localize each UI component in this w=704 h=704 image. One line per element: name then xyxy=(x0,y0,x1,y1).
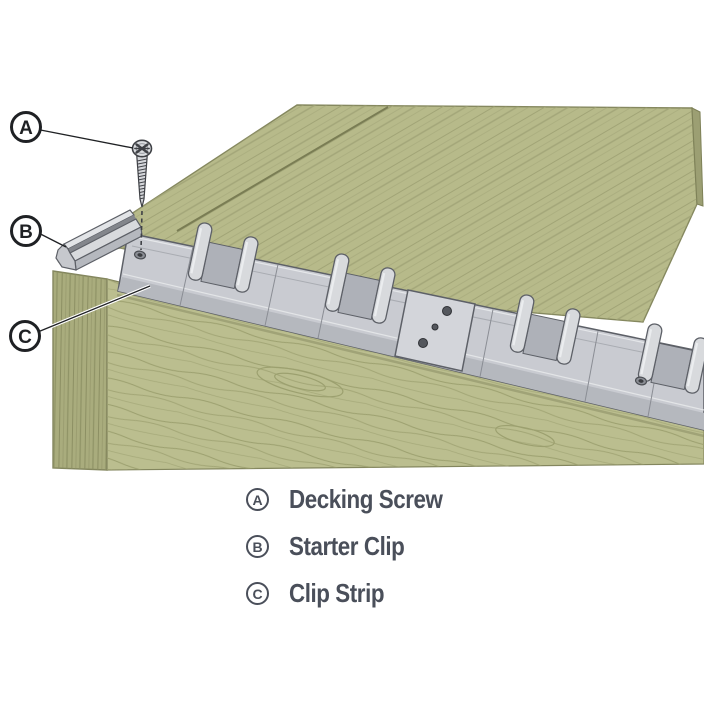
rivet xyxy=(442,306,452,316)
splice-plate xyxy=(394,289,476,372)
callout-leaders xyxy=(38,129,151,334)
legend-row-starter-clip: B Starter Clip xyxy=(246,523,467,570)
rivet xyxy=(431,323,439,331)
deck-board-grain xyxy=(58,105,697,322)
plate-seams xyxy=(179,246,662,417)
legend-key-b: B xyxy=(246,535,269,558)
callout-a-letter: A xyxy=(19,118,33,139)
callout-b-letter: B xyxy=(19,222,33,243)
leader-line-c xyxy=(38,285,151,333)
leader-line-a xyxy=(40,129,134,149)
callout-a: A xyxy=(10,111,42,143)
rim-joist-end-grain xyxy=(53,271,107,470)
legend-key-a: A xyxy=(246,488,269,511)
screw-hole xyxy=(133,250,147,260)
callout-b: B xyxy=(10,215,42,247)
deck-surface xyxy=(57,104,704,323)
legend-label-clip-strip: Clip Strip xyxy=(289,578,385,608)
deck-board-end-face xyxy=(691,107,704,207)
starter-clip xyxy=(55,209,143,271)
legend-key-c: C xyxy=(246,582,269,605)
strip-shadow xyxy=(116,293,704,438)
rivet xyxy=(418,338,428,348)
phillips-recess-icon xyxy=(134,143,150,154)
legend: A Decking Screw B Starter Clip C Clip St… xyxy=(246,476,467,617)
screw-hole xyxy=(634,376,648,386)
callout-c-letter: C xyxy=(18,327,32,348)
legend-label-decking-screw: Decking Screw xyxy=(289,484,443,514)
clip-strip xyxy=(117,220,704,431)
leader-line-b xyxy=(40,233,67,248)
legend-row-clip-strip: C Clip Strip xyxy=(246,570,467,617)
wood-knot xyxy=(256,366,555,448)
screw-alignment-dashed-line xyxy=(140,210,143,251)
rim-joist-front-grain xyxy=(107,279,704,470)
deck-board-seam xyxy=(176,106,389,232)
callout-c: C xyxy=(9,320,41,352)
legend-row-decking-screw: A Decking Screw xyxy=(246,476,467,523)
legend-label-starter-clip: Starter Clip xyxy=(289,531,405,561)
